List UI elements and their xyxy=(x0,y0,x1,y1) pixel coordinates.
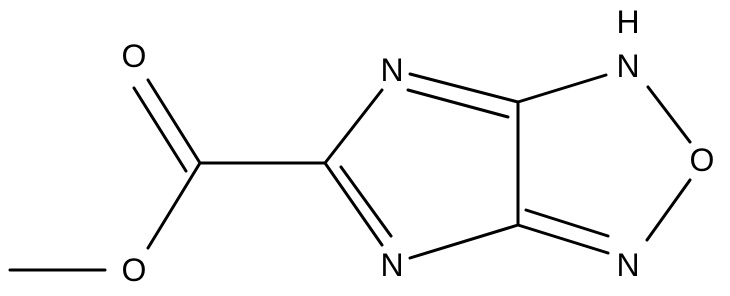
atom-n-top: N xyxy=(380,52,403,88)
atom-ester-o: O xyxy=(122,252,147,288)
atom-oxadiazole-n: N xyxy=(616,247,639,283)
bond-carbonyl-double-2 xyxy=(132,86,188,173)
bond-n-bottom-fused xyxy=(408,223,520,260)
atom-n-bottom: N xyxy=(380,247,403,283)
atom-nh-h: H xyxy=(616,4,639,40)
bond-o-n xyxy=(645,178,692,242)
bond-fused-n-double-1 xyxy=(516,223,610,255)
bond-fused-n-double-2 xyxy=(524,208,610,238)
atom-ring-o: O xyxy=(690,142,715,178)
bond-fused-nh xyxy=(516,73,608,104)
bond-ester-o-carbonyl-c xyxy=(146,161,202,250)
atom-carbonyl-o: O xyxy=(122,38,147,74)
bond-ring-c-n-bottom-1 xyxy=(323,161,384,247)
bond-nh-o xyxy=(646,85,692,144)
bond-ring-c-n-top xyxy=(323,88,384,165)
bond-carbonyl-double-1 xyxy=(146,78,202,165)
atom-nh-n: N xyxy=(616,48,639,84)
bond-ring-c-n-bottom-2 xyxy=(339,165,393,238)
bond-n-top-fused-1 xyxy=(408,72,520,104)
bond-n-top-fused-2 xyxy=(406,88,510,119)
